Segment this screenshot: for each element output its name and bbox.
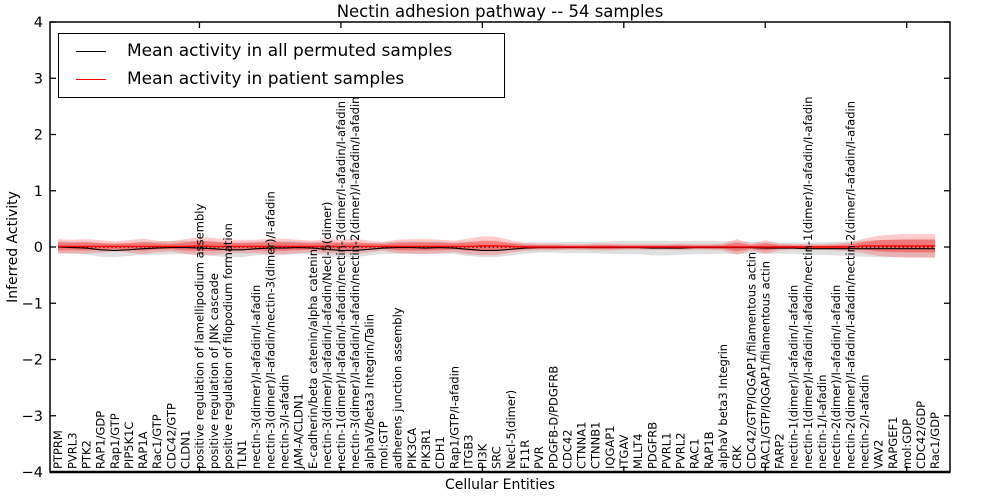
x-tick-label: nectin-3(dimer)/I-afadin/nectin-3(dimer)… [263, 191, 277, 469]
x-tick-label: nectin-1(dimer)/I-afadin/I-afadin/nectin… [334, 101, 348, 469]
x-tick-label: RAC1 [688, 438, 702, 469]
x-tick-label: nectin-1(dimer)/I-afadin/I-afadin/nectin… [801, 97, 815, 469]
x-tick-label: Rac1/GDP [928, 412, 942, 469]
x-tick-label: alphaV beta3 Integrin [716, 344, 730, 469]
x-tick-label: nectin-1(dimer)/I-afadin/I-afadin [787, 285, 801, 469]
x-tick-label: E-cadherin/beta catenin/alpha catenin [306, 249, 320, 469]
x-tick-label: CDC42/GTP [164, 403, 178, 469]
x-tick-label: CTNNA1 [575, 422, 589, 469]
patient-mean-line [58, 245, 935, 248]
x-tick-label: Rac1/GTP [150, 414, 164, 469]
y-tick-label: −3 [22, 409, 43, 425]
y-tick-label: 0 [34, 240, 43, 256]
x-tick-label: VAV2 [872, 440, 886, 469]
x-tick-label: nectin-3(dimer)/I-afadin/I-afadin/Necl-5… [320, 202, 334, 469]
x-tick-label: CRK [730, 445, 744, 469]
x-tick-label: PTK2 [79, 440, 93, 469]
x-tick-label: adherens junction assembly [391, 307, 405, 469]
x-tick-label: TLN1 [235, 440, 249, 470]
x-tick-label: RAP1/GDP [94, 411, 108, 469]
x-tick-label: MLLT4 [631, 434, 645, 470]
legend-item-patient: Mean activity in patient samples [59, 71, 504, 88]
x-axis-title: Cellular Entities [444, 477, 556, 493]
patient-line-swatch [76, 79, 106, 81]
x-tick-label: nectin-2(dimer)/I-afadin/I-afadin [829, 285, 843, 469]
x-tick-label: nectin-1/I-afadin [815, 375, 829, 470]
x-tick-label: SRC [490, 446, 504, 469]
x-tick-label: CTNNB1 [589, 422, 603, 469]
x-tick-label: PI3K [476, 443, 490, 469]
x-tick-label: PDGFRB [645, 422, 659, 469]
x-tick-label: positive regulation of filopodium format… [221, 223, 235, 469]
x-tick-label: positive regulation of JNK cascade [207, 273, 221, 469]
x-tick-label: CDH1 [433, 436, 447, 469]
y-tick-label: −1 [22, 296, 43, 312]
legend-item-permuted: Mean activity in all permuted samples [59, 40, 504, 61]
permuted-line-swatch [76, 50, 106, 52]
x-tick-label: PTPRM [51, 430, 65, 469]
x-tick-label: PVR [532, 446, 546, 469]
x-tick-label: nectin-3/I-afadin [278, 375, 292, 470]
permuted-band [58, 240, 935, 258]
x-tick-label: CDC42 [560, 429, 574, 469]
x-tick-label: CDC42/GTP/IQGAP1/filamentous actin [744, 252, 758, 469]
x-tick-label: RAPGEF1 [886, 417, 900, 469]
x-tick-label: ITGAV [617, 435, 631, 469]
legend-label-permuted: Mean activity in all permuted samples [127, 40, 453, 61]
y-tick-label: 3 [34, 71, 43, 87]
x-tick-label: nectin-2(dimer)/I-afadin/I-afadin/nectin… [843, 101, 857, 469]
x-tick-label: ITGB3 [461, 434, 475, 469]
x-tick-label: CDC42/GDP [914, 401, 928, 469]
x-tick-label: PDGFB-D/PDGFRB [546, 366, 560, 469]
x-tick-label: Rap1/GTP/I-afadin [447, 366, 461, 469]
x-tick-label: IQGAP1 [603, 426, 617, 469]
x-tick-label: nectin-3(dimer)/I-afadin/I-afadin [249, 285, 263, 469]
x-tick-label: PVRL1 [659, 432, 673, 469]
y-axis-title: Inferred Activity [5, 191, 21, 303]
x-tick-label: RAP1A [136, 431, 150, 469]
x-tick-label: PIP5K1C [122, 422, 136, 469]
y-tick-label: −2 [22, 353, 43, 369]
x-tick-label: Necl-5(dimer) [504, 390, 518, 469]
x-tick-label: PIK3CA [405, 428, 419, 469]
x-tick-label: CLDN1 [179, 430, 193, 469]
x-tick-label: RAP1B [702, 431, 716, 469]
x-tick-label: positive regulation of lamellipodium ass… [193, 204, 207, 469]
y-tick-label: 2 [34, 128, 43, 144]
x-tick-label: PIK3R1 [419, 429, 433, 470]
permuted-mean-line [57, 246, 935, 251]
x-tick-label: nectin-3(dimer)/I-afadin/I-afadin/nectin… [348, 97, 362, 469]
x-tick-label: nectin-2/I-afadin [857, 375, 871, 470]
legend-label-patient: Mean activity in patient samples [127, 69, 405, 90]
x-tick-label: FARP2 [773, 433, 787, 469]
x-tick-label: F11R [518, 440, 532, 469]
y-tick-label: 1 [34, 184, 43, 200]
y-tick-label: 4 [34, 15, 43, 31]
x-tick-label: mol:GDP [900, 419, 914, 469]
x-tick-label: RAC1/GTP/IQGAP1/filamentous actin [758, 261, 772, 469]
y-tick-label: −4 [22, 465, 43, 481]
x-tick-label: PVRL2 [674, 432, 688, 469]
x-tick-label: Rap1/GTP [108, 413, 122, 469]
legend: Mean activity in all permuted samples Me… [58, 33, 505, 98]
x-tick-label: JAM-A/CLDN1 [292, 393, 306, 470]
x-tick-label: PVRL3 [65, 432, 79, 469]
x-tick-label: mol:GTP [377, 421, 391, 469]
x-tick-label: alphaV/beta3 Integrin/Talin [362, 314, 376, 469]
